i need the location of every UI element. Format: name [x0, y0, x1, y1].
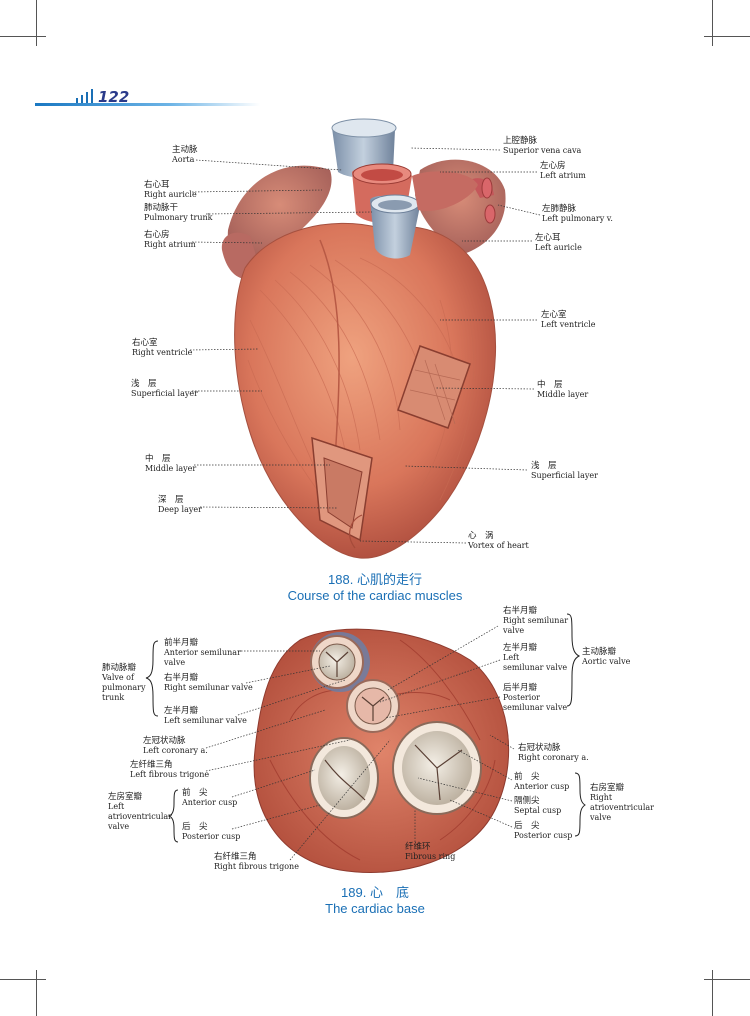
page-number: 122 [98, 88, 130, 106]
fig188-leader-lines [189, 147, 541, 544]
figure-189-caption-en: The cardiac base [325, 901, 425, 916]
figure-188-caption-zh: 188. 心肌的走行 [328, 572, 422, 587]
crop-mark-bottom-right-h [704, 979, 750, 980]
heart-illustration [221, 118, 506, 559]
crop-mark-bottom-left-h [0, 979, 46, 980]
fig189-leader-lines [205, 625, 515, 861]
crop-mark-top-right-v [712, 0, 713, 46]
crop-mark-bottom-left-v [36, 970, 37, 1016]
crop-mark-top-left-v [36, 0, 37, 46]
crop-mark-top-right-h [704, 36, 750, 37]
figure-189-caption: 189. 心 底 The cardiac base [0, 885, 750, 917]
figure-188-caption: 188. 心肌的走行 Course of the cardiac muscles [0, 572, 750, 604]
figure-189-caption-zh: 189. 心 底 [341, 885, 409, 900]
label-braces [145, 613, 586, 843]
figure-188-caption-en: Course of the cardiac muscles [287, 588, 463, 603]
crop-mark-top-left-h [0, 36, 46, 37]
header-rule [35, 103, 260, 106]
crop-mark-bottom-right-v [712, 970, 713, 1016]
